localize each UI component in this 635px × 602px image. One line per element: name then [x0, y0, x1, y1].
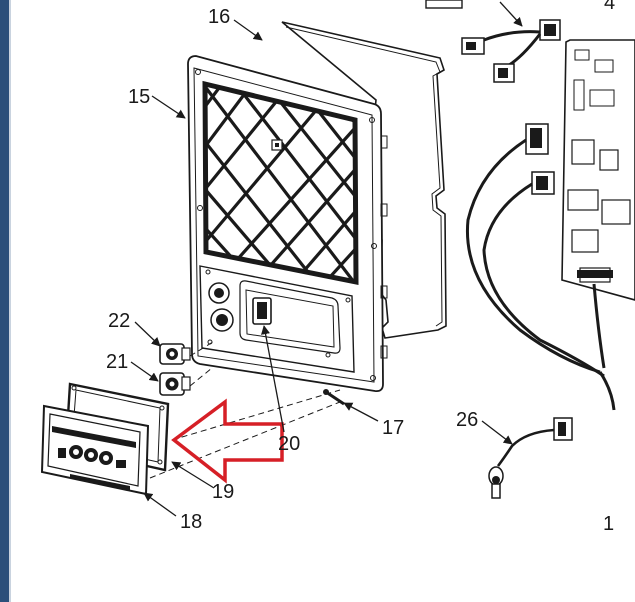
- lower-control-bay: [199, 265, 355, 373]
- control-panel-part-18: [40, 404, 150, 496]
- screw-part-17: [323, 389, 345, 406]
- callout-21: 21: [106, 351, 128, 373]
- callout-16: 16: [208, 6, 230, 28]
- callout-26: 26: [456, 409, 478, 431]
- callout-15: 15: [128, 86, 150, 108]
- callout-1: 1: [603, 513, 614, 535]
- left-border-strip: [0, 0, 9, 602]
- callout-18: 18: [180, 511, 202, 533]
- rocker-switch-part-20: [252, 297, 272, 325]
- harness-part-4: [425, 0, 561, 83]
- highlight-arrow: [171, 398, 284, 484]
- panel-part-15: [187, 55, 388, 393]
- leader-lines: [130, 1, 523, 517]
- callout-19: 19: [212, 481, 234, 503]
- cable-harness: [465, 123, 616, 411]
- callout-4: 4: [604, 0, 615, 14]
- connector-part-21: [159, 372, 191, 396]
- sensor-part-26: [488, 417, 573, 499]
- callout-22: 22: [108, 310, 130, 332]
- connector-part-22: [159, 343, 191, 365]
- callout-17: 17: [382, 417, 404, 439]
- callout-20: 20: [278, 433, 300, 455]
- circuit-board: [561, 39, 635, 301]
